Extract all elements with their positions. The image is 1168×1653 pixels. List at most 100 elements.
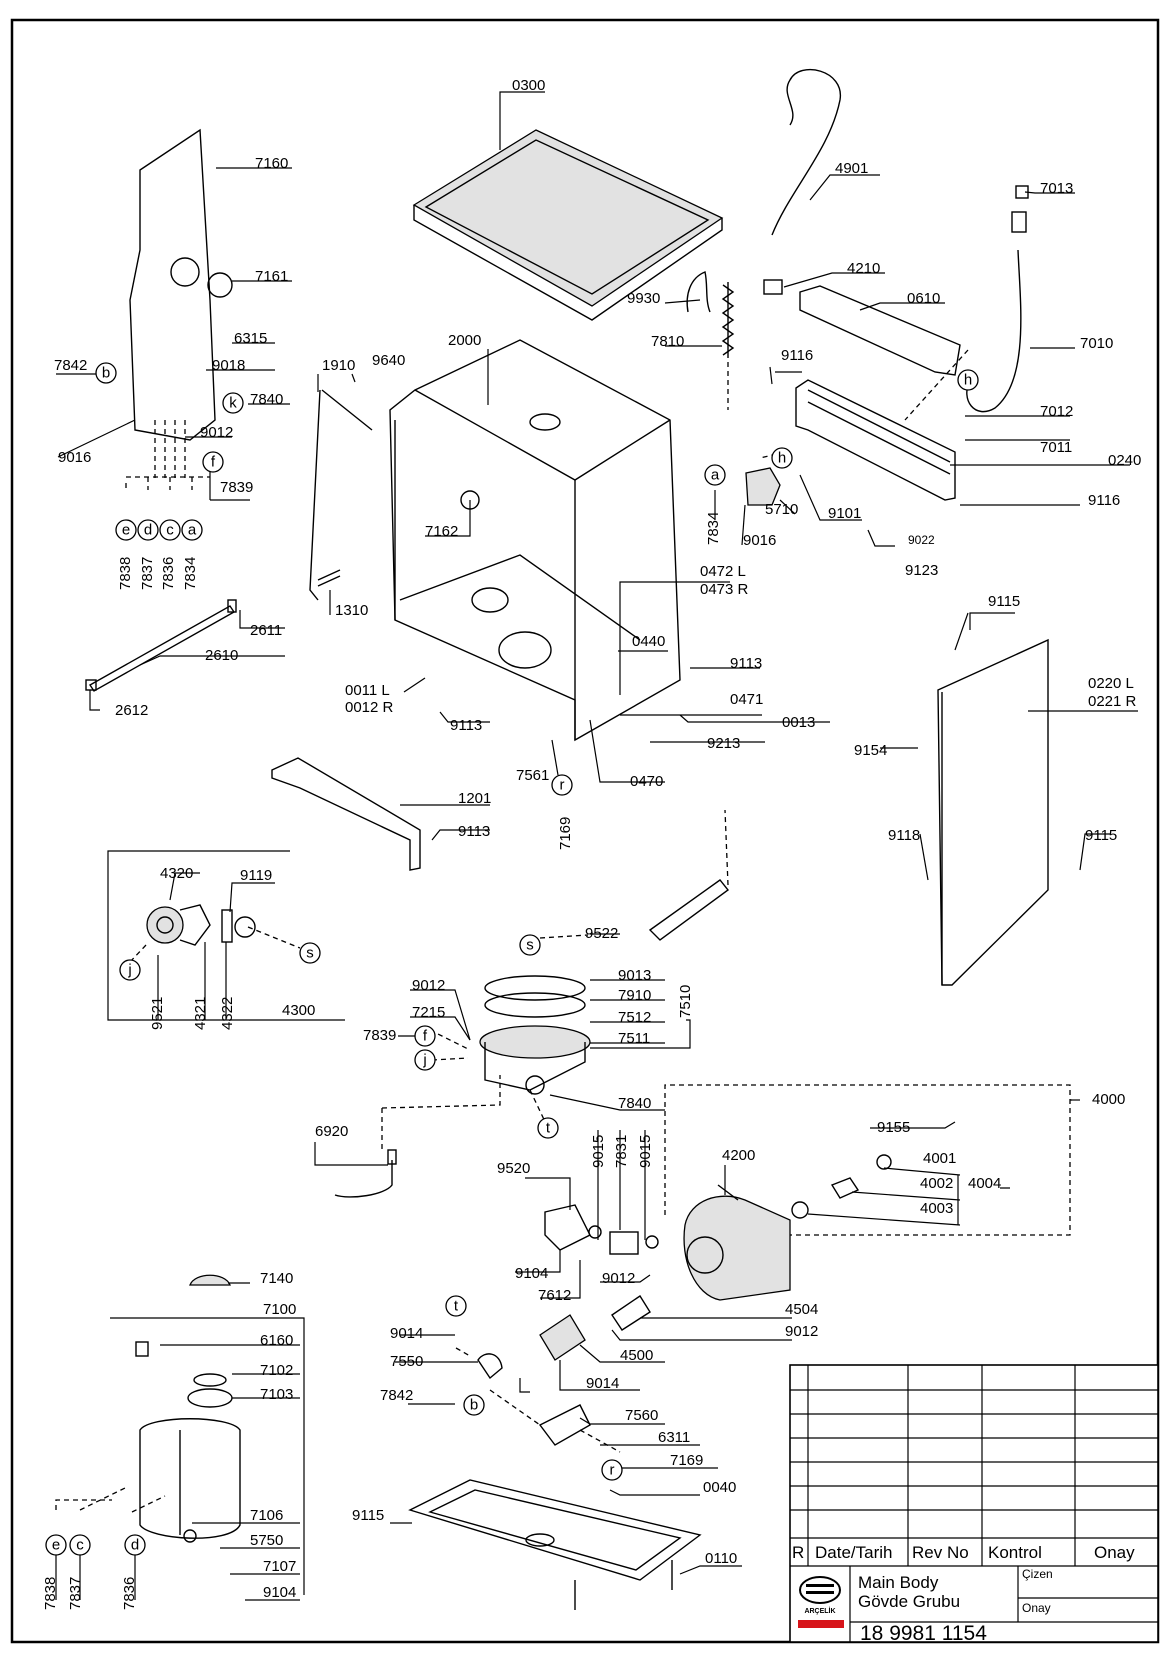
label-7840-top: 7840: [250, 391, 283, 408]
svg-text:ARÇELİK: ARÇELİK: [804, 1607, 835, 1615]
label-7169-low: 7169: [670, 1452, 703, 1469]
label-9012-pump: 9012: [602, 1270, 635, 1287]
connector-h-valve: h: [771, 447, 793, 469]
label-0012: 0012 R: [345, 699, 394, 716]
label-7834-top: 7834: [182, 557, 199, 590]
label-4004: 4004: [968, 1175, 1001, 1192]
label-6920: 6920: [315, 1123, 348, 1140]
tb-rev-no-header: Rev No: [912, 1543, 969, 1562]
label-7838-top: 7838: [117, 557, 134, 590]
label-6160: 6160: [260, 1332, 293, 1349]
label-9113-mid: 9113: [450, 717, 482, 734]
softener-7100-part: [139, 1418, 241, 1539]
label-7160: 7160: [255, 155, 288, 172]
connector-k: k: [222, 392, 244, 414]
label-7550: 7550: [390, 1353, 423, 1370]
label-1201: 1201: [458, 790, 491, 807]
label-7839-sump: 7839: [363, 1027, 396, 1044]
label-9521: 9521: [149, 997, 166, 1030]
label-7512: 7512: [618, 1009, 651, 1026]
connector-markers: b k f e d c a h a h r s j s f j t t b r …: [45, 362, 979, 1556]
label-9154: 9154: [854, 742, 887, 759]
label-0040: 0040: [703, 1479, 736, 1496]
label-7561: 7561: [516, 767, 549, 784]
label-4500: 4500: [620, 1347, 653, 1364]
label-9155: 9155: [877, 1119, 910, 1136]
tb-title-en: Main Body: [858, 1573, 939, 1592]
top-cover-part: [412, 129, 724, 307]
label-4002: 4002: [920, 1175, 953, 1192]
svg-text:s: s: [306, 945, 314, 962]
svg-text:s: s: [526, 937, 534, 954]
label-9104-low: 9104: [263, 1584, 296, 1601]
label-7140: 7140: [260, 1270, 293, 1287]
drawing-frame: [10, 18, 1160, 1644]
label-9018: 9018: [212, 357, 245, 374]
label-9014-left: 9014: [390, 1325, 423, 1342]
connector-r-low: r: [601, 1459, 623, 1481]
label-9522: 9522: [585, 925, 618, 942]
connector-j-sump: j: [414, 1049, 436, 1071]
connector-d-top: d: [137, 519, 159, 541]
label-7102: 7102: [260, 1362, 293, 1379]
label-7106: 7106: [250, 1507, 283, 1524]
label-9015-right: 9015: [637, 1135, 654, 1168]
connector-a-valve: a: [704, 464, 726, 486]
connector-e-top: e: [115, 519, 137, 541]
svg-text:d: d: [144, 522, 152, 539]
label-5750: 5750: [250, 1532, 283, 1549]
svg-text:j: j: [422, 1052, 426, 1069]
connector-h-top: h: [957, 369, 979, 391]
label-0110: 0110: [705, 1550, 737, 1567]
label-7836-top: 7836: [160, 557, 177, 590]
tb-drawing-number: 18 9981 1154: [860, 1622, 987, 1645]
wash-motor-part: [683, 1195, 791, 1301]
svg-text:d: d: [131, 1537, 139, 1554]
label-7161: 7161: [255, 268, 288, 285]
connector-a-top: a: [181, 519, 203, 541]
connector-b-top: b: [95, 362, 117, 384]
label-9115-top: 9115: [988, 593, 1020, 610]
label-0470: 0470: [630, 773, 663, 790]
label-7103: 7103: [260, 1386, 293, 1403]
connector-f-top: f: [202, 451, 224, 473]
label-7839-top: 7839: [220, 479, 253, 496]
label-0013: 0013: [782, 714, 815, 731]
inlet-hose-7010-part: [966, 249, 1022, 413]
label-2612: 2612: [115, 702, 148, 719]
sump-gasket-9013-part: [484, 975, 586, 1001]
label-7013: 7013: [1040, 180, 1073, 197]
label-2610: 2610: [205, 647, 238, 664]
label-9013: 9013: [618, 967, 651, 984]
label-7169-mid: 7169: [557, 817, 574, 850]
label-9104-mid: 9104: [515, 1265, 548, 1282]
label-9015-left: 9015: [590, 1135, 607, 1168]
svg-text:f: f: [211, 454, 216, 471]
connector-d-low: d: [124, 1534, 146, 1556]
label-0472: 0472 L: [700, 563, 746, 580]
pipe-4500-part: [539, 1314, 586, 1361]
label-0300: 0300: [512, 77, 545, 94]
svg-text:r: r: [610, 1462, 615, 1479]
label-9119: 9119: [240, 867, 272, 884]
part-shapes: [85, 69, 1072, 1610]
tb-title-tr: Gövde Grubu: [858, 1592, 960, 1611]
label-7834-valve: 7834: [705, 512, 722, 545]
label-4300: 4300: [282, 1002, 315, 1019]
label-5710: 5710: [765, 501, 798, 518]
label-9640: 9640: [372, 352, 405, 369]
label-7011: 7011: [1040, 439, 1072, 456]
svg-text:r: r: [560, 777, 565, 794]
label-9930: 9930: [627, 290, 660, 307]
pump-4320-part: [146, 906, 184, 944]
tb-date-header: Date/Tarih: [815, 1543, 892, 1562]
label-4001: 4001: [923, 1150, 956, 1167]
svg-text:h: h: [964, 372, 972, 389]
label-9014-low: 9014: [586, 1375, 619, 1392]
svg-text:k: k: [229, 395, 237, 412]
label-4200: 4200: [722, 1147, 755, 1164]
label-6315: 6315: [234, 330, 267, 347]
side-insulation-panel-part: [129, 128, 216, 441]
label-0240: 0240: [1108, 452, 1141, 469]
label-7215: 7215: [412, 1004, 445, 1021]
